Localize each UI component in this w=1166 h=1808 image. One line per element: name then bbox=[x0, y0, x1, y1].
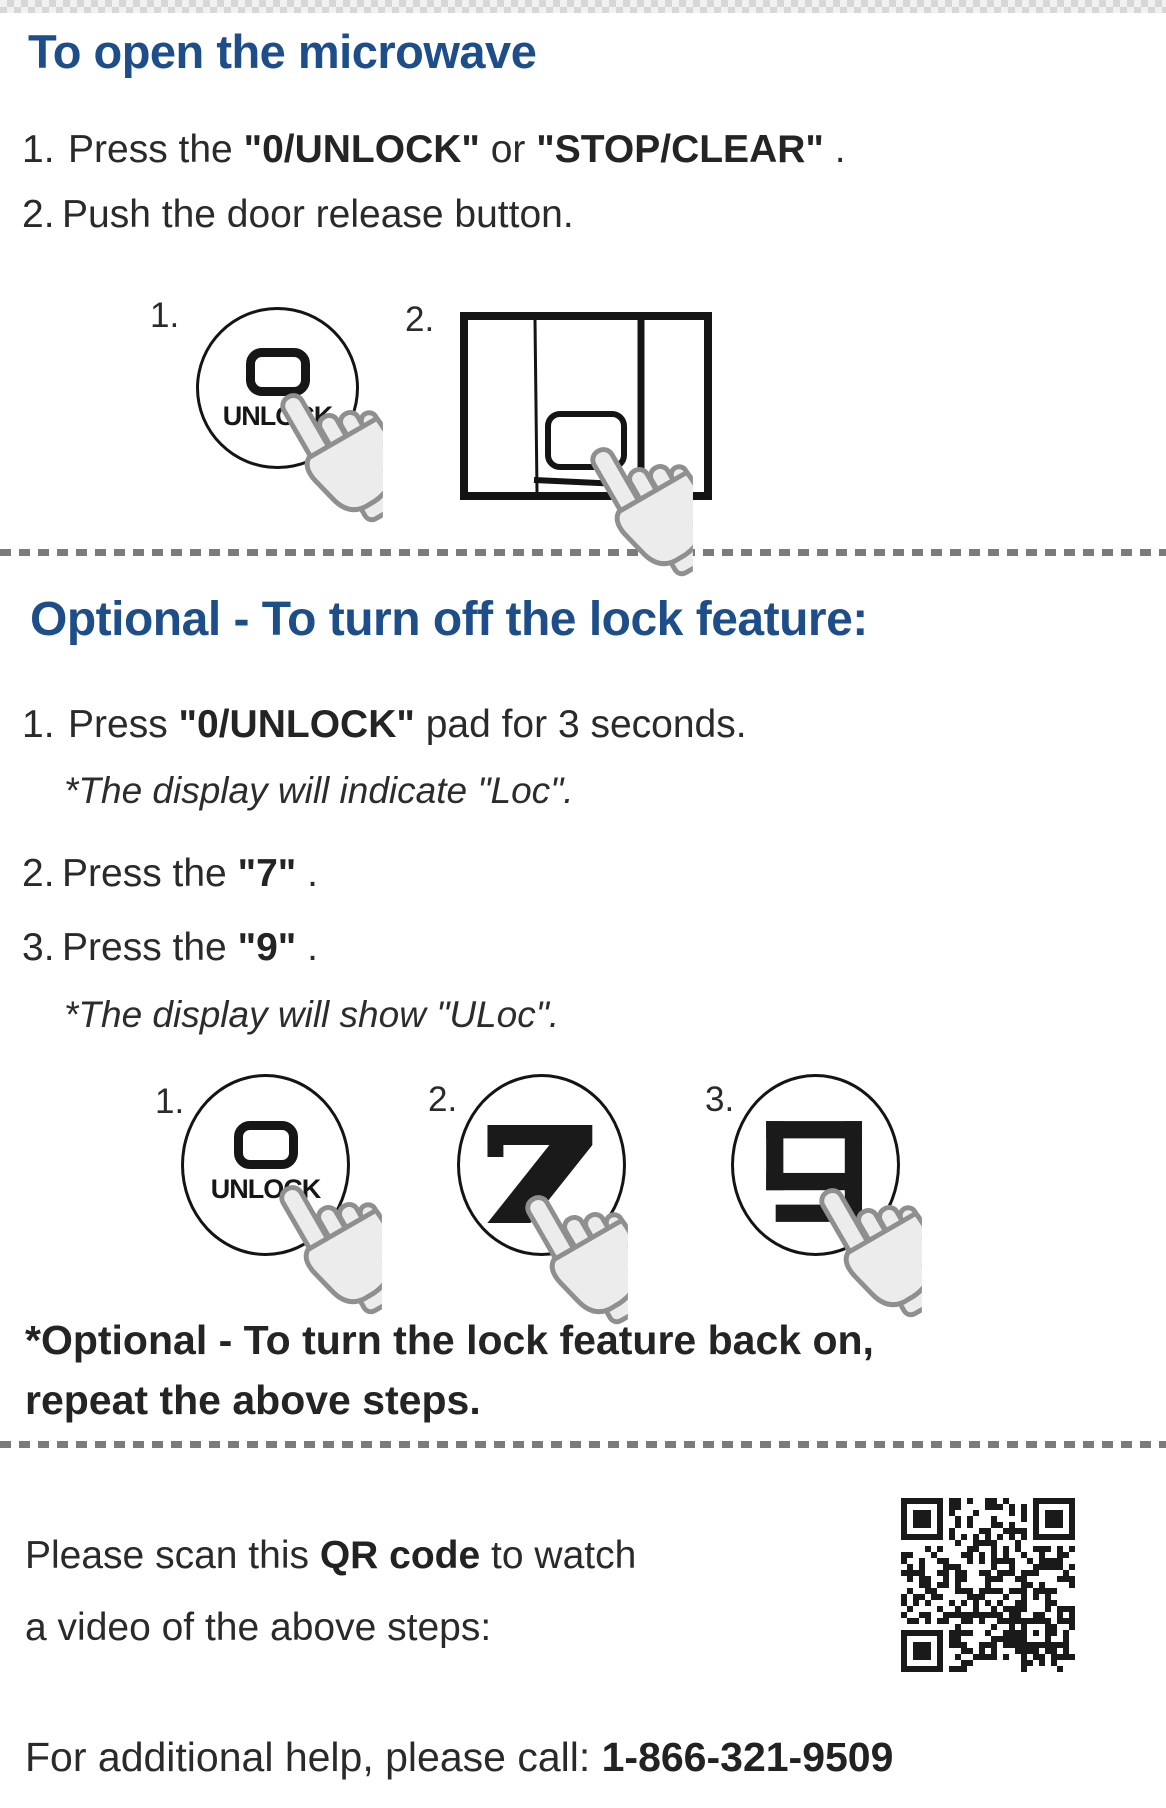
qr-code-icon bbox=[895, 1492, 1081, 1678]
lock-back-on-note-line2: repeat the above steps. bbox=[25, 1377, 481, 1423]
display-note-loc: *The display will indicate "Loc". bbox=[64, 770, 574, 811]
figure-label-3: 3. bbox=[705, 1080, 735, 1119]
figure-label-1: 1. bbox=[155, 1082, 185, 1121]
step-number: 2. bbox=[22, 852, 55, 895]
digit-9-icon bbox=[765, 1121, 862, 1222]
key-name-9: "9" bbox=[237, 926, 297, 969]
step-open-2: 2.Push the door release button. bbox=[22, 193, 574, 237]
step-opt-2: 2.Press the "7" . bbox=[22, 852, 318, 896]
step-text: Press bbox=[68, 703, 179, 746]
key-name-unlock: "0/UNLOCK" bbox=[178, 703, 415, 746]
microwave-door-figure bbox=[460, 312, 712, 500]
step-opt-3: 3.Press the "9" . bbox=[22, 926, 318, 970]
digit-7-icon bbox=[486, 1125, 592, 1223]
lock-back-on-note-line1: *Optional - To turn the lock feature bac… bbox=[25, 1317, 874, 1363]
step-text: Press the bbox=[68, 128, 244, 171]
qr-code-label: QR code bbox=[319, 1534, 481, 1577]
key-name-7: "7" bbox=[237, 852, 297, 895]
qr-instruction-line2: a video of the above steps: bbox=[25, 1606, 492, 1649]
step-opt-1: 1. Press "0/UNLOCK" pad for 3 seconds. bbox=[22, 703, 747, 747]
step-number: 2. bbox=[22, 193, 55, 236]
help-text: For additional help, please call: bbox=[25, 1734, 602, 1780]
pointing-hand-icon bbox=[804, 1182, 922, 1339]
figure-label-2: 2. bbox=[405, 300, 435, 339]
step-open-1: 1. Press the "0/UNLOCK" or "STOP/CLEAR" . bbox=[22, 128, 846, 172]
pointing-hand-icon bbox=[510, 1189, 628, 1346]
pointing-hand-icon bbox=[264, 1179, 382, 1336]
pointing-hand-icon bbox=[575, 441, 693, 598]
zero-key-icon bbox=[233, 1121, 298, 1169]
help-phone-number: 1-866-321-9509 bbox=[601, 1734, 894, 1780]
step-text: . bbox=[823, 128, 846, 171]
step-number: 3. bbox=[22, 926, 55, 969]
step-text: Push the door release button. bbox=[62, 193, 574, 236]
step-text: . bbox=[296, 852, 318, 895]
key-name-unlock: "0/UNLOCK" bbox=[243, 128, 480, 171]
footer-text: to watch bbox=[480, 1534, 637, 1577]
step-number: 1. bbox=[22, 128, 55, 171]
step-text: Press the bbox=[62, 926, 238, 969]
key-name-stopclear: "STOP/CLEAR" bbox=[536, 128, 824, 171]
pointing-hand-icon bbox=[265, 387, 383, 544]
step-number: 1. bbox=[22, 703, 55, 746]
step-text: Press the bbox=[62, 852, 238, 895]
step-text: or bbox=[479, 128, 537, 171]
section-title-optional: Optional - To turn off the lock feature: bbox=[30, 593, 868, 646]
footer-text: Please scan this bbox=[25, 1534, 320, 1577]
unlock-key-icon: UNLOCK bbox=[196, 307, 359, 469]
dashed-divider bbox=[0, 1441, 1166, 1448]
zero-key-icon bbox=[245, 348, 310, 396]
step-text: pad for 3 seconds. bbox=[414, 703, 747, 746]
figure-label-1: 1. bbox=[150, 296, 180, 335]
page-top-edge bbox=[0, 0, 1166, 13]
step-text: . bbox=[296, 926, 318, 969]
display-note-uloc: *The display will show "ULoc". bbox=[64, 994, 560, 1035]
dashed-divider bbox=[0, 549, 1166, 556]
help-line: For additional help, please call: 1-866-… bbox=[25, 1734, 893, 1781]
qr-instruction-line1: Please scan this QR code to watch bbox=[25, 1534, 636, 1578]
figure-label-2: 2. bbox=[428, 1080, 458, 1119]
section-title-open: To open the microwave bbox=[28, 25, 537, 78]
